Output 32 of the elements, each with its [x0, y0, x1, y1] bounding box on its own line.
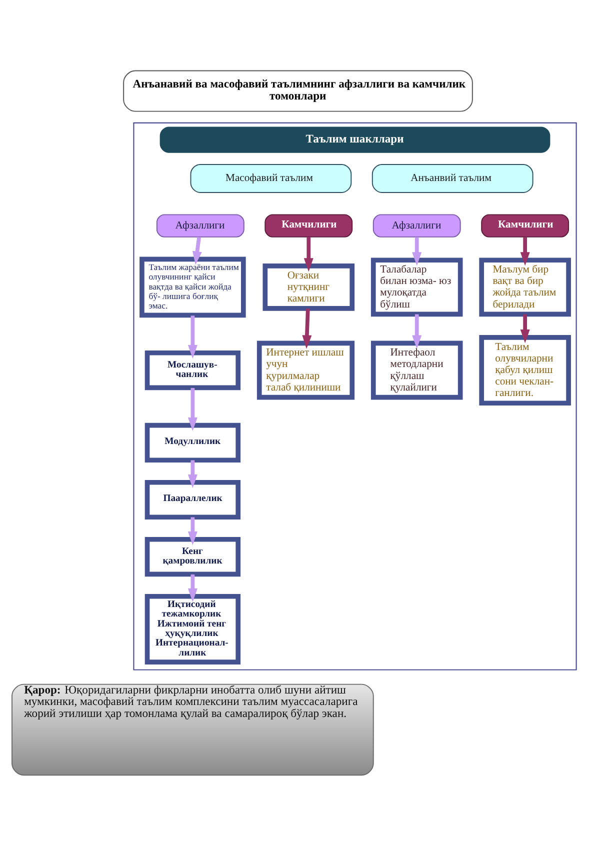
arrow — [188, 517, 198, 546]
arrow — [302, 308, 312, 349]
node-box: Оғзаки нутқнинг камлиги — [262, 264, 355, 311]
node-box: Камчилиги — [481, 214, 570, 238]
node-box: Мослашув- чанлик — [144, 350, 240, 390]
arrow — [304, 237, 314, 272]
arrow — [188, 316, 198, 359]
node-box: Модуллилик — [144, 422, 240, 463]
node-box: Кенг қамровлилик — [144, 536, 240, 577]
node-box: Паараллелик — [144, 480, 240, 520]
node-box: Афзаллиги — [156, 214, 244, 238]
node-box: Интернет ишлаш учун қурилмалар талаб қилиниши — [256, 340, 355, 400]
node-box: Интефаол методларни қўллаш қулайлиги — [370, 340, 463, 400]
arrow — [188, 388, 198, 432]
arrow — [412, 314, 422, 349]
node-box: Таълим олувчиларни қабул қилиш сони чеклан- ганлиги. — [479, 335, 571, 406]
node-box: Қарор: Юқоридагиларни фикрларни инобатта олиб шуни айтиш мумкинки, масофавий таълим комплексини таълим муассасаларига жорий этилиши ҳар томонлама қулай ва самаралироқ бўлар экан. — [12, 684, 374, 776]
arrow — [520, 314, 530, 344]
node-box: Таълим жараёни таълим олувчининг қайси вақтда ва қайси жойда бў- лишига боғлиқ эмас. — [140, 256, 246, 318]
arrow — [412, 237, 422, 266]
node-box: Маълум бир вақт ва бир жойда таълим берилади — [479, 258, 571, 317]
node-box: Масофавий таълим — [190, 164, 352, 193]
node-box: Камчилиги — [264, 214, 353, 238]
diagram-title: Анъанавий ва масофавий таълимнинг афзаллиги ва камчилик томонлари — [132, 78, 466, 102]
node-box: Иқтисодий тежамкорлик Ижтимоий тенг ҳуқуқлилик Интернационал- лилик — [144, 594, 240, 664]
node-box: Афзаллиги — [372, 214, 461, 238]
arrow — [520, 237, 530, 266]
arrow — [188, 460, 198, 488]
node-box: Анъанвий таълим — [372, 164, 534, 193]
arrow — [188, 574, 198, 602]
node-box: Талабалар билан юзма- юз мулоқатда бўлиш — [370, 258, 463, 317]
arrow — [192, 236, 202, 265]
